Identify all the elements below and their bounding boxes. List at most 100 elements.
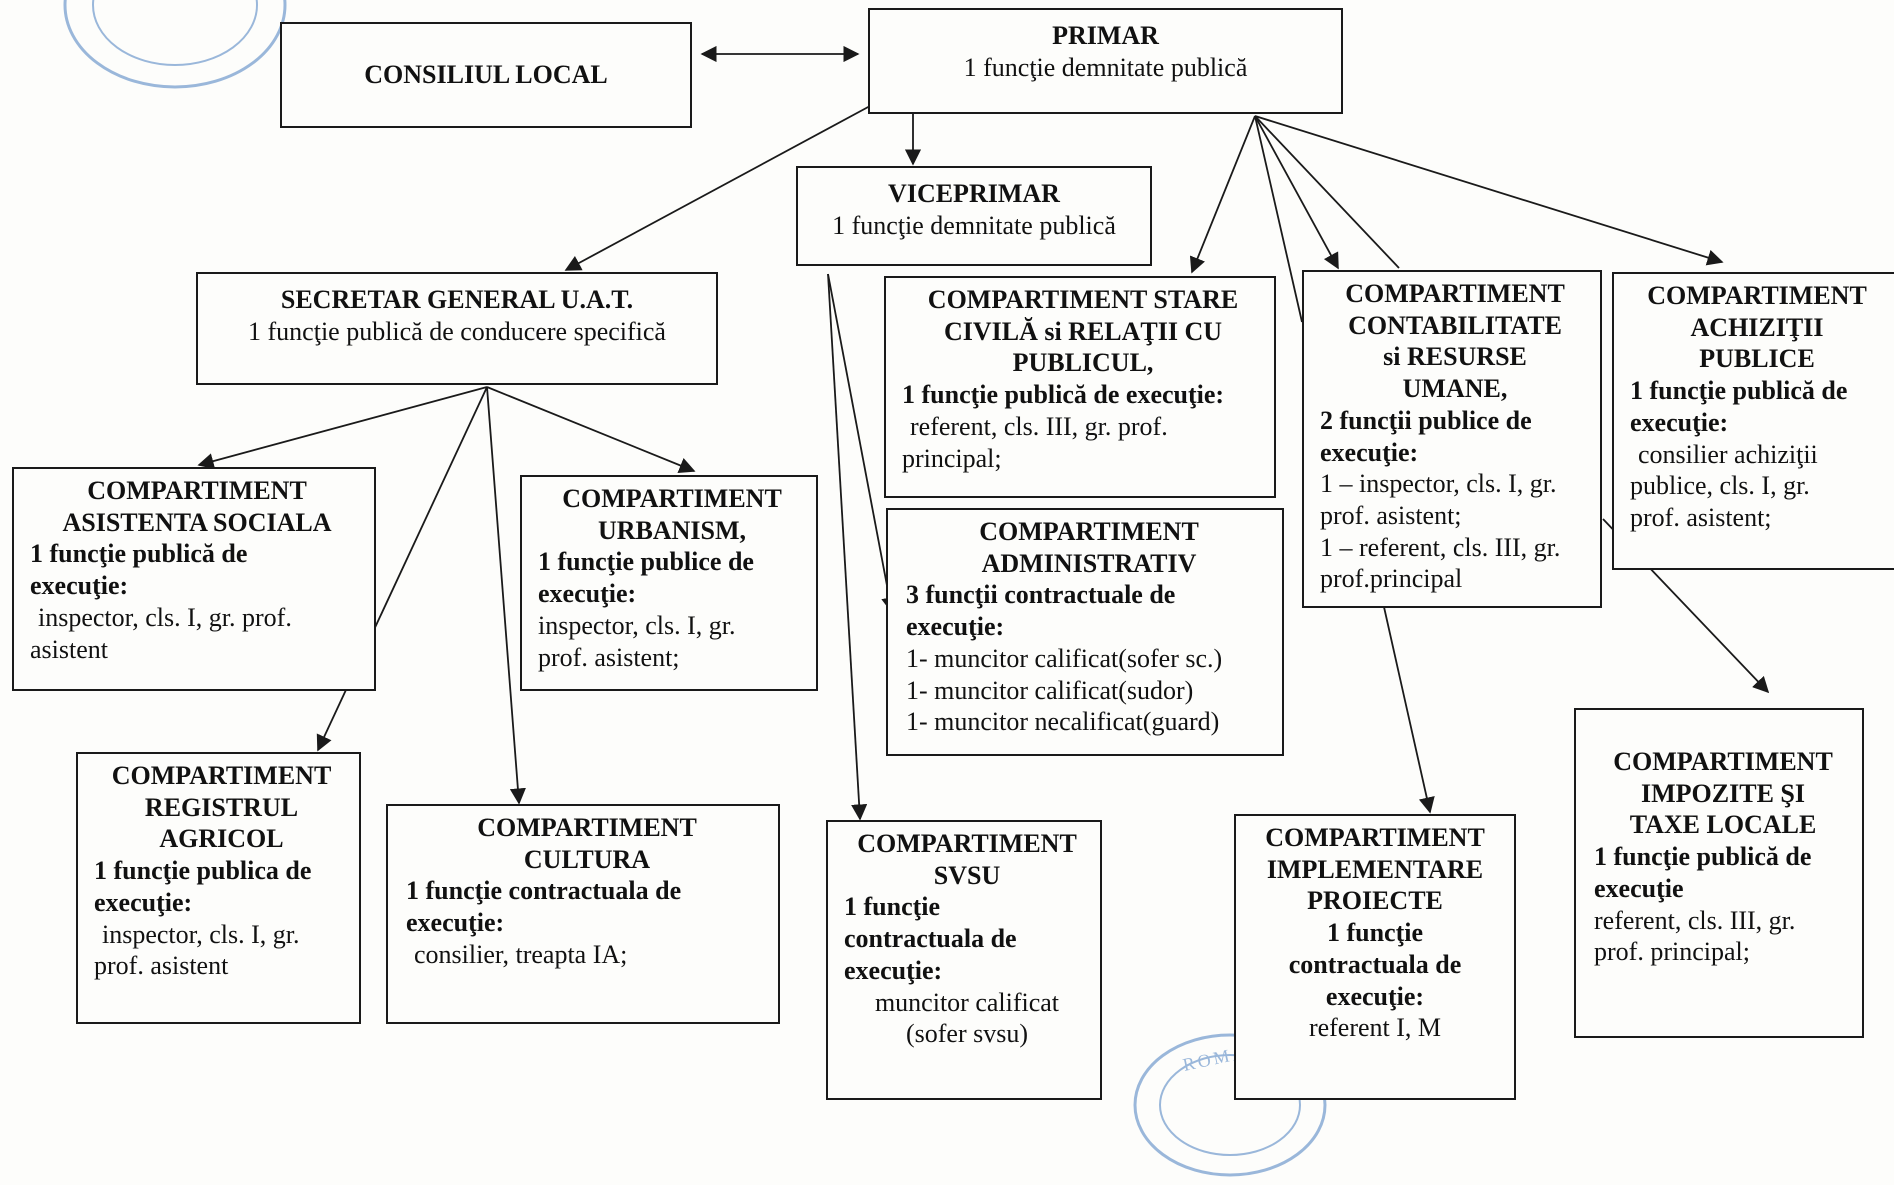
link-primar-extra-2	[1254, 115, 1400, 269]
link-primar-achizitii	[1254, 115, 1724, 266]
registru-line-2: prof. asistent	[94, 951, 229, 981]
link-viceprimar-administrativ	[827, 273, 898, 614]
registru-lead-2: execuţie:	[94, 887, 193, 917]
achizitii-title-2: ACHIZIŢII	[1690, 312, 1824, 342]
implementare-lead-1: 1 funcţie	[1326, 918, 1424, 948]
contabilitate-line-3: 1 – referent, cls. III, gr.	[1320, 532, 1561, 562]
compartiment-achizitii: COMPARTIMENT ACHIZIŢII PUBLICE 1 funcţie…	[1612, 272, 1894, 570]
achizitii-lead-1: 1 funcţie publică de	[1630, 376, 1848, 406]
link-primar-starecivila	[1189, 115, 1256, 274]
stare-civila-lead-1: 1 funcţie publică de execuţie:	[902, 380, 1225, 410]
impozite-title-3: TAXE LOCALE	[1629, 810, 1817, 840]
secretar-general-box: SECRETAR GENERAL U.A.T. 1 funcţie public…	[196, 272, 718, 385]
contabilitate-line-4: prof.principal	[1320, 564, 1463, 594]
impozite-title-1: COMPARTIMENT	[1613, 747, 1833, 776]
registru-line-1: inspector, cls. I, gr.	[102, 919, 300, 949]
asistenta-line-2: asistent	[30, 634, 108, 664]
compartiment-svsu: COMPARTIMENT SVSU 1 funcţie contractuala…	[826, 820, 1102, 1100]
contabilitate-title-3: si RESURSE	[1383, 342, 1527, 372]
cultura-line-1: consilier, treapta IA;	[414, 939, 628, 969]
compartiment-registrul-agricol: COMPARTIMENT REGISTRUL AGRICOL 1 funcţie…	[76, 752, 361, 1024]
stare-civila-title-2: CIVILĂ si RELAŢII CU	[943, 316, 1223, 346]
compartiment-cultura: COMPARTIMENT CULTURA 1 funcţie contractu…	[386, 804, 780, 1024]
registru-title-2: REGISTRUL	[144, 792, 299, 822]
achizitii-line-3: prof. asistent;	[1630, 503, 1772, 533]
implementare-line-1: referent I, M	[1308, 1013, 1442, 1043]
achizitii-title-1: COMPARTIMENT	[1647, 281, 1867, 310]
svsu-line-1: muncitor calificat	[874, 987, 1060, 1017]
administrativ-line-3: 1- muncitor necalificat(guard)	[906, 707, 1220, 737]
svsu-lead-2: contractuala de	[844, 924, 1017, 954]
achizitii-title-3: PUBLICE	[1699, 344, 1815, 374]
impozite-lead-2: execuţie	[1594, 873, 1684, 903]
contabilitate-title-2: CONTABILITATE	[1348, 310, 1562, 340]
link-primar-secretar	[564, 105, 871, 271]
registru-lead-1: 1 funcţie publica de	[94, 856, 312, 886]
compartiment-implementare-proiecte: COMPARTIMENT IMPLEMENTARE PROIECTE 1 fun…	[1234, 814, 1516, 1100]
secretar-general-title: SECRETAR GENERAL U.A.T.	[280, 285, 634, 314]
svsu-lead-3: execuţie:	[844, 955, 943, 985]
urbanism-line-1: inspector, cls. I, gr.	[538, 610, 736, 640]
viceprimar-box: VICEPRIMAR 1 funcţie demnitate publică	[796, 166, 1152, 266]
asistenta-title-2: ASISTENTA SOCIALA	[62, 507, 332, 537]
compartiment-urbanism: COMPARTIMENT URBANISM, 1 funcţie publice…	[520, 475, 818, 691]
cultura-lead-1: 1 funcţie contractuala de	[406, 876, 682, 906]
impozite-line-1: referent, cls. III, gr.	[1594, 905, 1796, 935]
implementare-lead-3: execuţie:	[1325, 981, 1425, 1011]
asistenta-lead-2: execuţie:	[30, 571, 129, 601]
urbanism-title-2: URBANISM,	[597, 515, 747, 545]
compartiment-stare-civila: COMPARTIMENT STARE CIVILĂ si RELAŢII CU …	[884, 276, 1276, 498]
primar-title: PRIMAR	[1052, 21, 1159, 50]
stare-civila-line-2: principal;	[902, 443, 1002, 473]
administrativ-title-1: COMPARTIMENT	[979, 517, 1199, 546]
administrativ-lead-1: 3 funcţii contractuale de	[906, 580, 1176, 610]
stamp-top-left	[60, 0, 290, 95]
link-secretar-cultura	[486, 386, 526, 805]
administrativ-lead-2: execuţie:	[906, 612, 1005, 642]
primar-box: PRIMAR 1 funcţie demnitate publică	[868, 8, 1343, 114]
svsu-title-1: COMPARTIMENT	[857, 829, 1077, 858]
urbanism-line-2: prof. asistent;	[538, 642, 680, 672]
link-primar-contabilitate	[1254, 115, 1339, 270]
contabilitate-line-2: prof. asistent;	[1320, 501, 1462, 531]
achizitii-lead-2: execuţie:	[1630, 407, 1729, 437]
implementare-title-1: COMPARTIMENT	[1265, 823, 1485, 852]
impozite-line-2: prof. principal;	[1594, 937, 1750, 967]
implementare-title-3: PROIECTE	[1307, 886, 1443, 916]
contabilitate-title-1: COMPARTIMENT	[1345, 279, 1565, 308]
consiliul-local-box: CONSILIUL LOCAL	[280, 22, 692, 128]
urbanism-lead-2: execuţie:	[538, 579, 637, 609]
administrativ-title-2: ADMINISTRATIV	[981, 548, 1197, 578]
impozite-title-2: IMPOZITE ŞI	[1641, 778, 1805, 808]
link-secretar-asistenta	[197, 386, 488, 470]
cultura-title-2: CULTURA	[523, 844, 651, 874]
link-contabilitate-implementare	[1383, 606, 1435, 814]
impozite-lead-1: 1 funcţie publică de	[1594, 842, 1812, 872]
viceprimar-title: VICEPRIMAR	[888, 179, 1060, 208]
implementare-lead-2: contractuala de	[1288, 949, 1462, 979]
urbanism-title-1: COMPARTIMENT	[562, 484, 782, 513]
achizitii-line-2: publice, cls. I, gr.	[1630, 471, 1810, 501]
stare-civila-title-1: COMPARTIMENT STARE	[927, 285, 1239, 314]
contabilitate-title-4: UMANE,	[1402, 374, 1508, 404]
contabilitate-lead-2: execuţie:	[1320, 437, 1419, 467]
contabilitate-line-1: 1 – inspector, cls. I, gr.	[1320, 469, 1557, 499]
asistenta-title-1: COMPARTIMENT	[87, 476, 307, 505]
svsu-line-2: (sofer svsu)	[905, 1019, 1029, 1049]
asistenta-lead-1: 1 funcţie publică de	[30, 539, 248, 569]
implementare-title-2: IMPLEMENTARE	[1266, 854, 1484, 884]
contabilitate-lead-1: 2 funcţii publice de	[1320, 405, 1532, 435]
consiliul-local-title: CONSILIUL LOCAL	[364, 60, 608, 90]
link-secretar-urbanism	[486, 386, 696, 474]
cultura-lead-2: execuţie:	[406, 908, 505, 938]
compartiment-asistenta-sociala: COMPARTIMENT ASISTENTA SOCIALA 1 funcţie…	[12, 467, 376, 691]
compartiment-impozite-taxe: COMPARTIMENT IMPOZITE ŞI TAXE LOCALE 1 f…	[1574, 708, 1864, 1038]
link-viceprimar-svsu	[827, 273, 868, 821]
svsu-title-2: SVSU	[933, 860, 1001, 890]
secretar-general-subtitle: 1 funcţie publică de conducere specifică	[248, 316, 666, 346]
primar-subtitle: 1 funcţie demnitate publică	[963, 52, 1248, 82]
administrativ-line-2: 1- muncitor calificat(sudor)	[906, 675, 1194, 705]
compartiment-contabilitate: COMPARTIMENT CONTABILITATE si RESURSE UM…	[1302, 270, 1602, 608]
svsu-lead-1: 1 funcţie	[844, 892, 941, 922]
link-primar-extra-1	[1254, 115, 1303, 323]
